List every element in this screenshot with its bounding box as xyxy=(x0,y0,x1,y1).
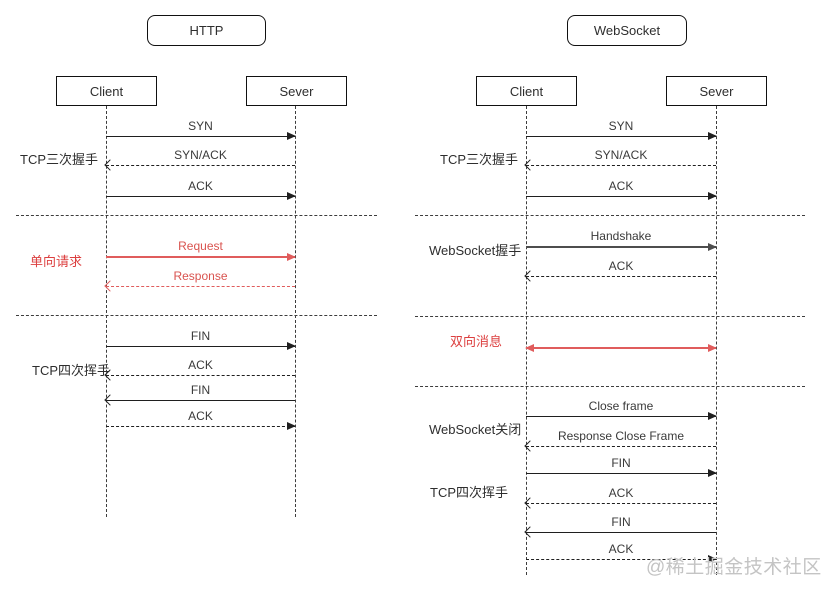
websocket-section-label-tcp-close: TCP四次挥手 xyxy=(430,485,509,500)
message-ack: ACK xyxy=(526,542,717,563)
message-ack: ACK xyxy=(106,179,296,200)
http-client-label: Client xyxy=(89,83,124,99)
arrow-right-icon xyxy=(526,555,717,563)
http-client-box: Client xyxy=(56,76,157,106)
message-close-frame: Close frame xyxy=(526,399,717,420)
message-ack: ACK xyxy=(106,358,295,376)
message-label: Request xyxy=(178,239,223,253)
http-section-label-oneway-request: 单向请求 xyxy=(30,254,83,269)
message-label: SYN xyxy=(188,119,213,133)
message-label: Handshake xyxy=(590,229,652,243)
message-syn: SYN xyxy=(526,119,717,140)
arrow-both-icon xyxy=(525,344,717,352)
websocket-server-lifeline xyxy=(716,106,717,575)
message-label: SYN/ACK xyxy=(174,148,227,162)
http-client-lifeline xyxy=(106,106,107,517)
arrow-right-icon xyxy=(106,422,296,430)
websocket-client-label: Client xyxy=(509,83,544,99)
message-syn: SYN xyxy=(106,119,296,140)
arrow-left-icon xyxy=(106,400,295,401)
websocket-section-label-ws-handshake: WebSocket握手 xyxy=(429,243,522,258)
message-fin: FIN xyxy=(526,515,716,533)
http-section-divider xyxy=(16,215,377,216)
message-label: FIN xyxy=(190,329,211,343)
arrow-right-icon xyxy=(526,469,717,477)
message-handshake: Handshake xyxy=(526,229,717,251)
message-label: Close frame xyxy=(588,399,654,413)
arrow-right-icon xyxy=(106,132,296,140)
message-bidirectional xyxy=(525,330,717,352)
message-label: ACK xyxy=(608,542,634,556)
arrow-left-icon xyxy=(526,165,716,166)
arrow-right-icon xyxy=(526,243,717,251)
websocket-section-divider xyxy=(415,215,805,216)
arrow-left-icon xyxy=(106,286,295,287)
arrow-right-icon xyxy=(106,192,296,200)
http-section-divider xyxy=(16,315,377,316)
websocket-client-box: Client xyxy=(476,76,577,106)
websocket-section-divider xyxy=(415,316,805,317)
message-label xyxy=(526,330,716,346)
message-label: ACK xyxy=(188,179,213,193)
websocket-server-label: Sever xyxy=(699,83,734,99)
arrow-right-icon xyxy=(526,132,717,140)
arrow-right-icon xyxy=(106,342,296,350)
message-label: Response xyxy=(173,269,228,283)
message-label: ACK xyxy=(608,486,634,500)
message-fin: FIN xyxy=(106,383,295,401)
message-label: Response Close Frame xyxy=(557,429,685,443)
message-label: FIN xyxy=(611,456,631,470)
arrow-left-icon xyxy=(526,446,716,447)
message-label: ACK xyxy=(608,259,634,273)
message-label: SYN/ACK xyxy=(594,148,648,162)
arrow-right-icon xyxy=(526,412,717,420)
message-label: ACK xyxy=(188,409,213,423)
message-syn-ack: SYN/ACK xyxy=(106,148,295,166)
arrow-left-icon xyxy=(106,375,295,376)
websocket-section-divider xyxy=(415,386,805,387)
websocket-section-label-ws-close: WebSocket关闭 xyxy=(429,422,522,437)
arrow-right-icon xyxy=(106,253,296,261)
message-ack: ACK xyxy=(106,409,296,430)
http-section-label-tcp-handshake: TCP三次握手 xyxy=(20,152,99,167)
message-fin: FIN xyxy=(106,329,296,350)
message-label: FIN xyxy=(611,515,631,529)
message-label: SYN xyxy=(608,119,634,133)
http-server-label: Sever xyxy=(279,83,314,99)
http-title: HTTP xyxy=(189,23,224,38)
message-ack: ACK xyxy=(526,259,716,277)
message-response: Response xyxy=(106,269,295,287)
websocket-server-box: Sever xyxy=(666,76,767,106)
websocket-section-label-bidirectional: 双向消息 xyxy=(450,334,503,349)
websocket-section-label-tcp-handshake: TCP三次握手 xyxy=(440,152,519,167)
arrow-left-icon xyxy=(106,165,295,166)
arrow-right-icon xyxy=(526,192,717,200)
websocket-title: WebSocket xyxy=(593,23,661,38)
http-section-label-tcp-close: TCP四次挥手 xyxy=(32,363,111,378)
message-label: ACK xyxy=(608,179,634,193)
watermark: @稀土掘金技术社区 xyxy=(646,557,822,578)
arrow-left-icon xyxy=(526,276,716,277)
message-syn-ack: SYN/ACK xyxy=(526,148,716,166)
http-server-lifeline xyxy=(295,106,296,517)
http-title-box: HTTP xyxy=(147,15,266,46)
message-ack: ACK xyxy=(526,179,717,200)
http-server-box: Sever xyxy=(246,76,347,106)
message-request: Request xyxy=(106,239,296,261)
message-fin: FIN xyxy=(526,456,717,477)
message-label: ACK xyxy=(188,358,213,372)
websocket-title-box: WebSocket xyxy=(567,15,687,46)
arrow-left-icon xyxy=(526,532,716,533)
message-response-close-frame: Response Close Frame xyxy=(526,429,716,447)
arrow-left-icon xyxy=(526,503,716,504)
message-ack: ACK xyxy=(526,486,716,504)
websocket-client-lifeline xyxy=(526,106,527,575)
message-label: FIN xyxy=(190,383,211,397)
